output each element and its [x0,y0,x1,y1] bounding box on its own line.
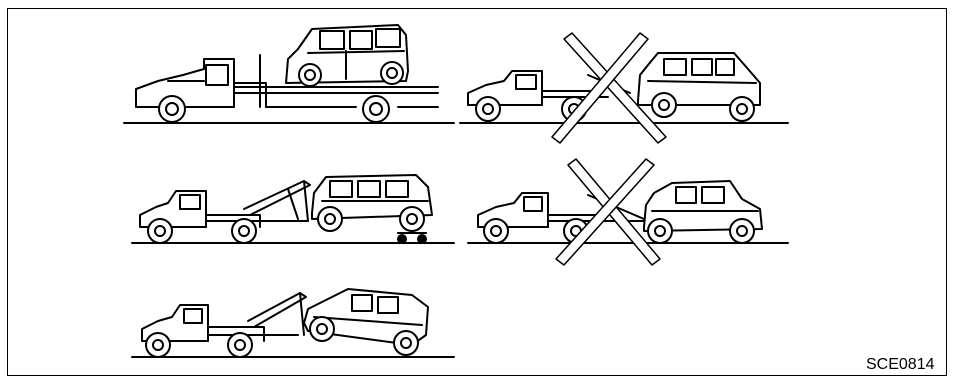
towed-vehicle [644,181,762,243]
towed-vehicle [638,53,760,121]
towed-vehicle [304,289,428,355]
tow-truck [140,181,310,243]
panel-wheel-lift-with-dollies [132,175,454,243]
panel-sling-tow [468,159,788,265]
towing-diagram [8,9,948,377]
tow-dolly [398,233,426,243]
panel-rear-wheel-lift-tow [460,33,788,143]
vehicle-on-flatbed [286,25,408,86]
figure-frame: SCE0814 [7,8,947,376]
prohibited-cross [552,33,666,143]
towed-vehicle [312,175,432,243]
tow-truck [142,293,306,357]
panel-front-wheel-lift-tow [132,289,454,357]
panel-flatbed-tow [124,25,454,123]
figure-code: SCE0814 [866,356,946,374]
